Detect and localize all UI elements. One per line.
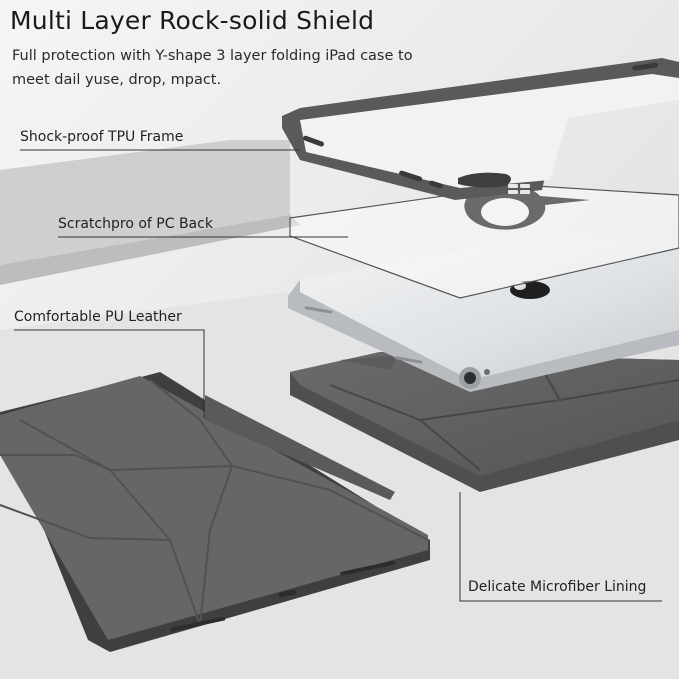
pedestal-back — [0, 140, 290, 265]
pu-leather-leader-line — [14, 329, 205, 418]
callout-tpu-frame: Shock-proof TPU Frame — [20, 129, 184, 145]
page-title: Multi Layer Rock-solid Shield — [10, 6, 375, 35]
page-subtitle: Full protection with Y-shape 3 layer fol… — [12, 48, 413, 88]
callout-lines — [14, 149, 662, 602]
microfiber-leader-line — [459, 492, 662, 602]
tpu-frame — [282, 58, 679, 200]
callout-pu-leather: Comfortable PU Leather — [14, 309, 182, 325]
folio-case-left — [0, 372, 430, 652]
pedestal-edge — [0, 215, 300, 285]
callout-pc-back: Scratchpro of PC Back — [58, 216, 213, 232]
tablet-device — [288, 232, 679, 392]
folio-case-right — [290, 352, 679, 492]
callout-microfiber-lining: Delicate Microfiber Lining — [468, 579, 647, 595]
